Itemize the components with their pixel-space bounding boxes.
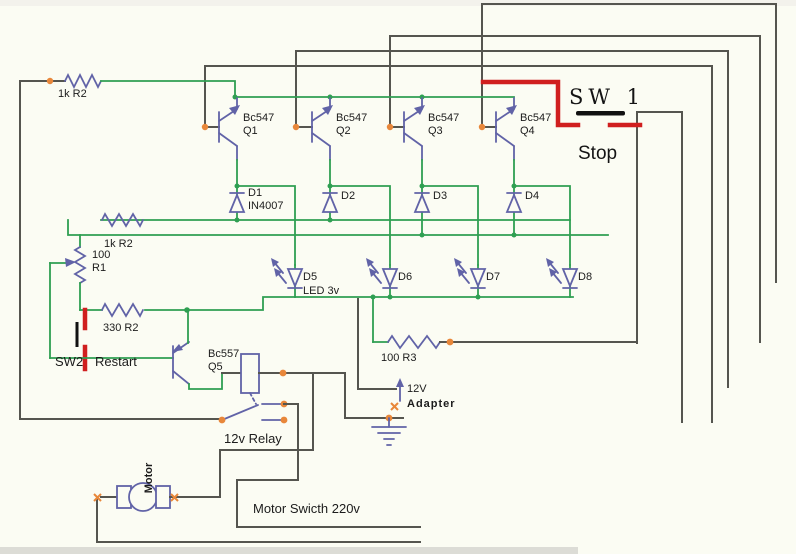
label-r2-mid: 1k R2 — [104, 238, 133, 250]
label-d8: D8 — [578, 271, 592, 283]
label-q2: Q2 — [336, 125, 351, 137]
label-q2-part: Bc547 — [336, 112, 367, 124]
label-q5: Q5 — [208, 361, 223, 373]
power-wiring — [96, 372, 421, 543]
led-rail — [186, 294, 574, 311]
left-rail — [19, 80, 221, 420]
bottom-band — [0, 547, 578, 554]
junction-dot — [46, 77, 54, 85]
adapter-12v-symbol — [357, 298, 404, 411]
label-r1-name: R1 — [92, 262, 106, 274]
label-relay: 12v Relay — [224, 431, 282, 446]
label-q4: Q4 — [520, 125, 535, 137]
label-q5-part: Bc557 — [208, 348, 239, 360]
diode-d1-symbol — [228, 185, 246, 221]
label-q1-part: Bc547 — [243, 112, 274, 124]
label-sw2: SW2 — [55, 354, 83, 369]
diode-d2-symbol — [321, 185, 339, 221]
emitter-nets — [236, 159, 515, 187]
label-sw1: SW 1 — [569, 85, 645, 109]
resistor-r2-mid-icon — [101, 212, 144, 228]
transistor-q5-symbol — [172, 309, 223, 390]
label-q1: Q1 — [243, 125, 258, 137]
collector-bus — [100, 80, 515, 100]
sensor-wire-nest — [204, 3, 777, 423]
label-d2: D2 — [341, 190, 355, 202]
label-motor-switch: Motor Swicth 220v — [253, 501, 360, 516]
label-d5-part: LED 3v — [303, 285, 340, 297]
label-d1-part: IN4007 — [248, 200, 283, 212]
relay-contact-switch — [218, 400, 288, 424]
potentiometer-r1-symbol — [49, 234, 87, 359]
top-band — [0, 0, 796, 6]
diode-to-led-nets — [234, 183, 571, 266]
label-d4: D4 — [525, 190, 539, 202]
mid-rails — [67, 217, 609, 238]
label-d7: D7 — [486, 271, 500, 283]
label-d3: D3 — [433, 190, 447, 202]
label-q4-part: Bc547 — [520, 112, 551, 124]
led-d8-symbol — [546, 258, 579, 298]
label-motor: Motor — [143, 462, 155, 493]
resistor-r3-icon — [372, 296, 638, 350]
label-r2-low: 330 R2 — [103, 322, 138, 334]
label-d1: D1 — [248, 187, 262, 199]
label-adapter-name: Adapter — [407, 398, 456, 410]
resistor-r2-low-icon — [79, 302, 190, 318]
transistor-q4-symbol — [478, 97, 517, 161]
label-adapter-voltage: 12V — [407, 383, 427, 395]
label-q3-part: Bc547 — [428, 112, 459, 124]
ground-symbol — [371, 414, 407, 446]
transistor-q3-symbol — [386, 97, 425, 161]
motor-symbol — [93, 482, 221, 512]
relay-coil-symbol — [221, 353, 346, 405]
transistor-q2-symbol — [292, 97, 333, 161]
led-d5-symbol — [271, 258, 304, 298]
resistor-r2-top-icon — [64, 72, 102, 90]
label-q3: Q3 — [428, 125, 443, 137]
label-sw1-action: Stop — [578, 143, 617, 164]
diode-d3-symbol — [413, 185, 431, 236]
led-d7-symbol — [454, 258, 487, 298]
label-d5: D5 — [303, 271, 317, 283]
label-r2-top: 1k R2 — [58, 88, 87, 100]
transistor-q1-symbol — [201, 97, 240, 161]
label-sw2-action: Restart — [95, 354, 137, 369]
sw1-stop-switch — [480, 79, 643, 128]
label-r3: 100 R3 — [381, 352, 416, 364]
led-d6-symbol — [366, 258, 399, 298]
label-r1-value: 100 — [92, 249, 110, 261]
diode-d4-symbol — [505, 185, 523, 236]
label-d6: D6 — [398, 271, 412, 283]
